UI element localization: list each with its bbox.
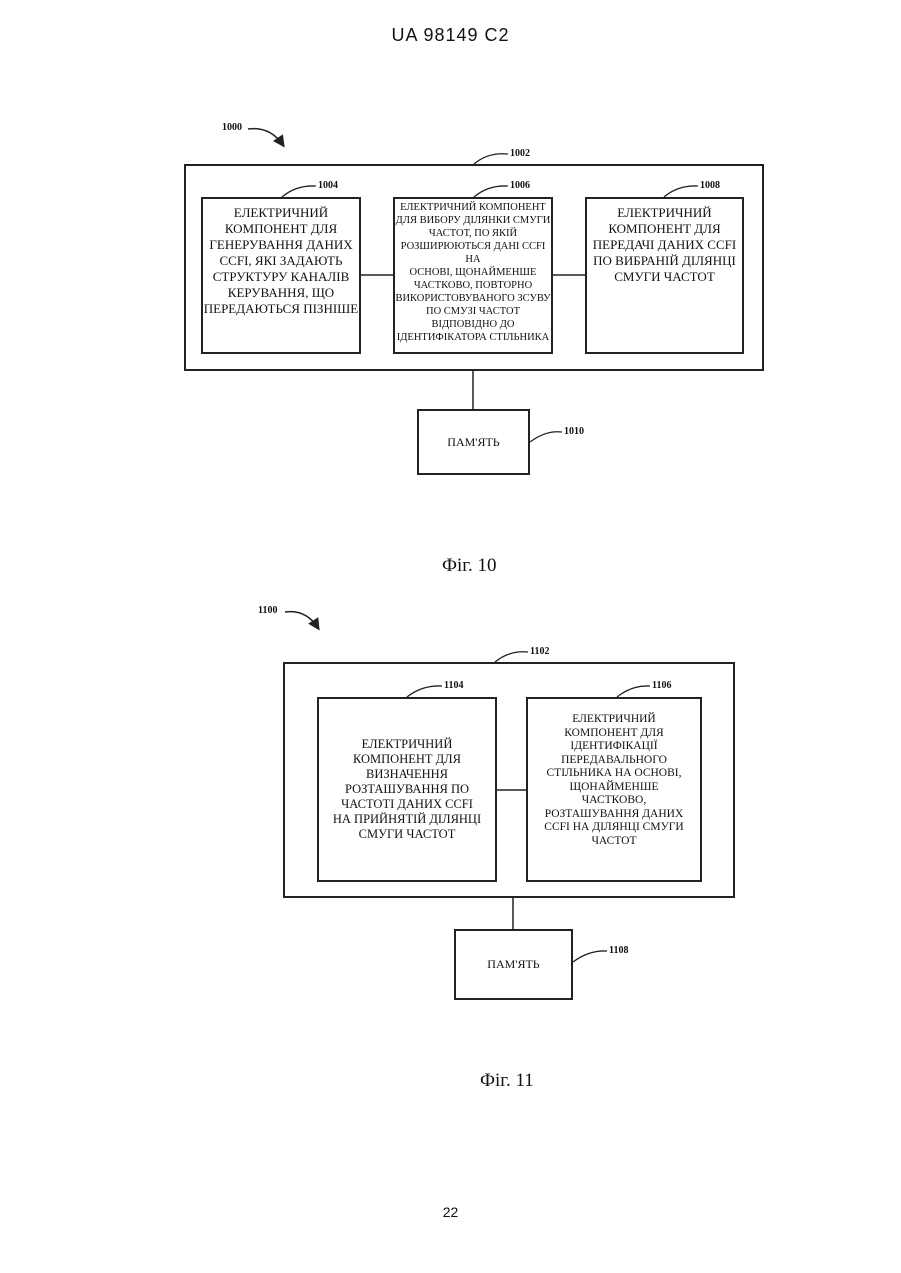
memory-block-1010: ПАМ'ЯТЬ bbox=[417, 409, 530, 475]
memory-1010-label: ПАМ'ЯТЬ bbox=[447, 435, 499, 450]
ccfi-location-component: ЕЛЕКТРИЧНИЙ КОМПОНЕНТ ДЛЯ ВИЗНАЧЕННЯ РОЗ… bbox=[317, 697, 497, 882]
ref-1002-leader bbox=[474, 154, 508, 164]
ref-label-1104: 1104 bbox=[444, 680, 463, 691]
ccfi-transmit-component: ЕЛЕКТРИЧНИЙ КОМПОНЕНТ ДЛЯ ПЕРЕДАЧІ ДАНИХ… bbox=[585, 197, 744, 354]
fig10-caption: Фіг. 10 bbox=[442, 555, 496, 577]
cell-identification-text: ЕЛЕКТРИЧНИЙ КОМПОНЕНТ ДЛЯ ІДЕНТИФІКАЦІЇ … bbox=[544, 705, 683, 848]
ref-label-1000: 1000 bbox=[222, 122, 242, 133]
ccfi-generation-text: ЕЛЕКТРИЧНИЙ КОМПОНЕНТ ДЛЯ ГЕНЕРУВАННЯ ДА… bbox=[204, 205, 358, 317]
band-selection-component: ЕЛЕКТРИЧНИЙ КОМПОНЕНТ ДЛЯ ВИБОРУ ДІЛЯНКИ… bbox=[393, 197, 553, 354]
ref-label-1004: 1004 bbox=[318, 180, 338, 191]
ref-label-1008: 1008 bbox=[700, 180, 720, 191]
ref-label-1010: 1010 bbox=[564, 426, 584, 437]
ccfi-transmit-text: ЕЛЕКТРИЧНИЙ КОМПОНЕНТ ДЛЯ ПЕРЕДАЧІ ДАНИХ… bbox=[593, 205, 736, 285]
ref-label-1100: 1100 bbox=[258, 605, 277, 616]
ref-1108-leader bbox=[573, 951, 607, 962]
cell-identification-component: ЕЛЕКТРИЧНИЙ КОМПОНЕНТ ДЛЯ ІДЕНТИФІКАЦІЇ … bbox=[526, 697, 702, 882]
memory-1108-label: ПАМ'ЯТЬ bbox=[487, 957, 539, 972]
ref-1000-arrow bbox=[248, 129, 283, 145]
ref-1010-leader bbox=[530, 432, 562, 442]
ref-label-1102: 1102 bbox=[530, 646, 549, 657]
band-selection-text: ЕЛЕКТРИЧНИЙ КОМПОНЕНТ ДЛЯ ВИБОРУ ДІЛЯНКИ… bbox=[395, 201, 551, 344]
ref-label-1106: 1106 bbox=[652, 680, 671, 691]
ref-label-1108: 1108 bbox=[609, 945, 628, 956]
ref-1102-leader bbox=[495, 652, 528, 662]
ccfi-location-text: ЕЛЕКТРИЧНИЙ КОМПОНЕНТ ДЛЯ ВИЗНАЧЕННЯ РОЗ… bbox=[333, 737, 481, 842]
fig11-caption: Фіг. 11 bbox=[480, 1070, 534, 1092]
ccfi-generation-component: ЕЛЕКТРИЧНИЙ КОМПОНЕНТ ДЛЯ ГЕНЕРУВАННЯ ДА… bbox=[201, 197, 361, 354]
ref-label-1006: 1006 bbox=[510, 180, 530, 191]
ref-label-1002: 1002 bbox=[510, 148, 530, 159]
ref-1100-arrow bbox=[285, 612, 318, 628]
page-number: 22 bbox=[0, 1204, 901, 1220]
memory-block-1108: ПАМ'ЯТЬ bbox=[454, 929, 573, 1000]
